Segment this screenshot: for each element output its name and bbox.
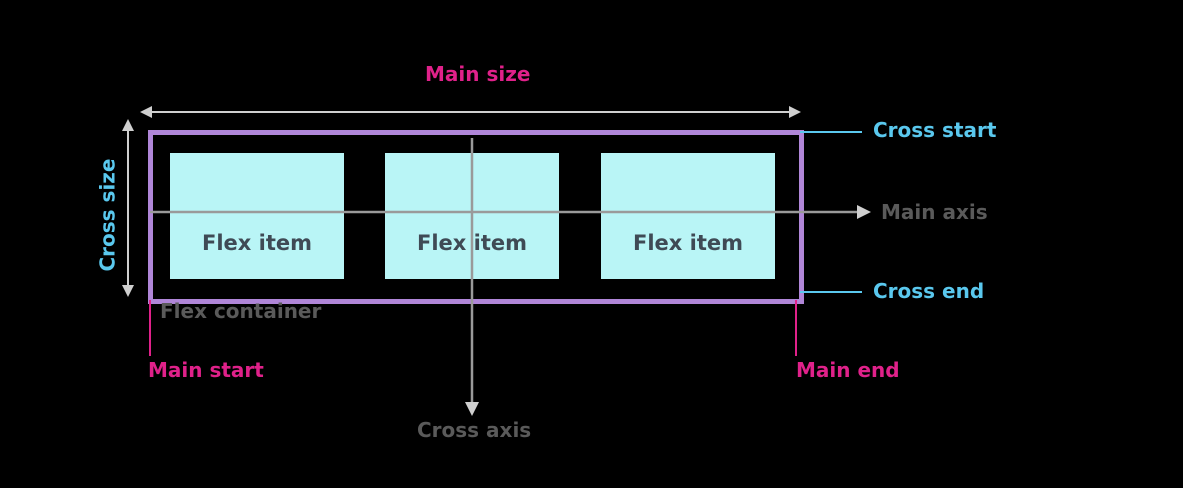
main-start-label: Main start bbox=[148, 358, 264, 382]
main-size-label: Main size bbox=[425, 62, 531, 86]
flex-container bbox=[148, 130, 804, 304]
main-axis-label: Main axis bbox=[881, 200, 988, 224]
main-size-arrow bbox=[140, 106, 801, 118]
cross-start-label: Cross start bbox=[873, 118, 997, 142]
main-axis-arrow bbox=[150, 205, 871, 219]
cross-axis-label: Cross axis bbox=[417, 418, 532, 442]
flex-item: Flex item bbox=[601, 153, 775, 279]
cross-end-label: Cross end bbox=[873, 279, 985, 303]
flex-item: Flex item bbox=[170, 153, 344, 279]
cross-axis-arrow bbox=[465, 138, 479, 416]
main-end-label: Main end bbox=[796, 358, 900, 382]
cross-size-arrow bbox=[122, 119, 134, 297]
flex-container-label: Flex container bbox=[160, 299, 322, 323]
